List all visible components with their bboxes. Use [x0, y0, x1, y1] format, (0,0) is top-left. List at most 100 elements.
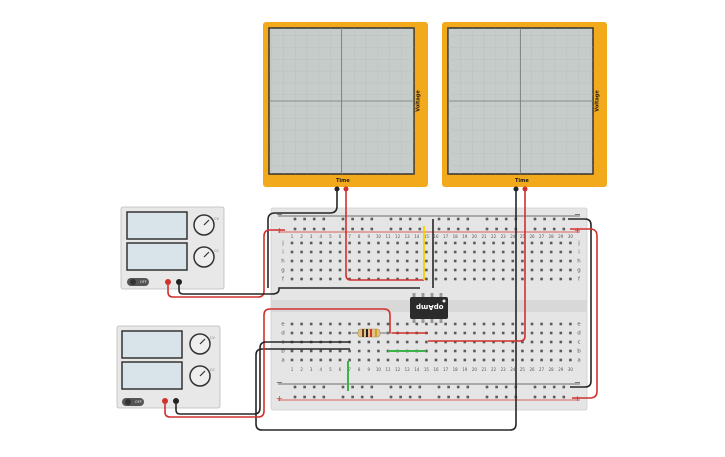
rail-hole[interactable] — [495, 385, 498, 389]
terminal-hole[interactable] — [300, 349, 303, 353]
terminal-hole[interactable] — [367, 322, 371, 326]
terminal-hole[interactable] — [367, 250, 371, 254]
terminal-hole[interactable] — [319, 322, 323, 326]
terminal-hole[interactable] — [540, 250, 543, 254]
rail-hole[interactable] — [418, 385, 422, 389]
opamp-pin[interactable] — [439, 293, 443, 297]
terminal-hole[interactable] — [396, 259, 399, 263]
terminal-hole[interactable] — [511, 277, 515, 281]
terminal-hole[interactable] — [357, 241, 361, 245]
terminal-hole[interactable] — [492, 268, 495, 272]
rail-hole[interactable] — [303, 227, 306, 231]
terminal-hole[interactable] — [300, 331, 303, 335]
terminal-hole[interactable] — [319, 331, 323, 335]
terminal-hole[interactable] — [463, 340, 467, 344]
terminal-hole[interactable] — [549, 277, 553, 281]
rail-hole[interactable] — [562, 385, 566, 389]
terminal-hole[interactable] — [434, 358, 438, 362]
terminal-hole[interactable] — [405, 259, 409, 263]
terminal-hole[interactable] — [338, 331, 342, 335]
rail-hole[interactable] — [351, 385, 354, 389]
terminal-hole[interactable] — [367, 277, 371, 281]
power-supply-1-neg-terminal[interactable] — [176, 279, 182, 285]
terminal-hole[interactable] — [309, 268, 313, 272]
terminal-hole[interactable] — [482, 331, 486, 335]
rail-hole[interactable] — [485, 395, 489, 399]
terminal-hole[interactable] — [530, 331, 534, 335]
terminal-hole[interactable] — [559, 259, 563, 263]
terminal-hole[interactable] — [492, 241, 495, 245]
rail-hole[interactable] — [389, 385, 393, 389]
rail-hole[interactable] — [533, 217, 537, 221]
rail-hole[interactable] — [389, 395, 393, 399]
power-supply-2[interactable] — [116, 325, 221, 409]
terminal-hole[interactable] — [405, 268, 409, 272]
breadboard-holes[interactable] — [290, 217, 572, 399]
terminal-hole[interactable] — [357, 358, 361, 362]
terminal-hole[interactable] — [492, 340, 495, 344]
rail-hole[interactable] — [485, 385, 489, 389]
terminal-hole[interactable] — [434, 349, 438, 353]
terminal-hole[interactable] — [559, 349, 563, 353]
rail-hole[interactable] — [293, 227, 297, 231]
wire-supply1-positive[interactable] — [167, 229, 285, 298]
rail-hole[interactable] — [552, 395, 556, 399]
terminal-hole[interactable] — [530, 322, 534, 326]
terminal-hole[interactable] — [338, 241, 342, 245]
terminal-hole[interactable] — [501, 259, 505, 263]
rail-hole[interactable] — [370, 217, 374, 221]
opamp-pin[interactable] — [421, 319, 425, 323]
terminal-hole[interactable] — [453, 349, 457, 353]
terminal-hole[interactable] — [473, 331, 476, 335]
power-supply-2-pos-terminal[interactable] — [162, 398, 168, 404]
terminal-hole[interactable] — [569, 268, 572, 272]
terminal-hole[interactable] — [319, 241, 323, 245]
rail-hole[interactable] — [408, 385, 412, 389]
terminal-hole[interactable] — [473, 340, 476, 344]
terminal-hole[interactable] — [309, 250, 313, 254]
terminal-hole[interactable] — [377, 340, 380, 344]
terminal-hole[interactable] — [521, 349, 524, 353]
terminal-hole[interactable] — [348, 241, 351, 245]
terminal-hole[interactable] — [444, 268, 447, 272]
terminal-hole[interactable] — [569, 340, 572, 344]
rail-hole[interactable] — [399, 227, 402, 231]
terminal-hole[interactable] — [290, 259, 294, 263]
rail-hole[interactable] — [504, 217, 508, 221]
terminal-hole[interactable] — [453, 322, 457, 326]
terminal-hole[interactable] — [338, 277, 342, 281]
opamp-pin[interactable] — [412, 293, 416, 297]
terminal-hole[interactable] — [415, 268, 419, 272]
opamp-chip[interactable] — [410, 293, 448, 323]
rail-hole[interactable] — [504, 227, 508, 231]
terminal-hole[interactable] — [405, 250, 409, 254]
terminal-hole[interactable] — [492, 358, 495, 362]
terminal-hole[interactable] — [540, 358, 543, 362]
terminal-hole[interactable] — [549, 358, 553, 362]
rail-hole[interactable] — [456, 395, 460, 399]
terminal-hole[interactable] — [473, 250, 476, 254]
terminal-hole[interactable] — [290, 277, 294, 281]
terminal-hole[interactable] — [300, 277, 303, 281]
rail-hole[interactable] — [562, 217, 566, 221]
rail-hole[interactable] — [322, 217, 326, 221]
terminal-hole[interactable] — [329, 250, 332, 254]
terminal-hole[interactable] — [329, 322, 332, 326]
terminal-hole[interactable] — [309, 331, 313, 335]
rail-hole[interactable] — [456, 217, 460, 221]
terminal-hole[interactable] — [377, 250, 380, 254]
rail-hole[interactable] — [399, 395, 402, 399]
terminal-hole[interactable] — [425, 250, 428, 254]
terminal-hole[interactable] — [309, 322, 313, 326]
wire-supply1-negative[interactable] — [178, 285, 420, 295]
terminal-hole[interactable] — [338, 358, 342, 362]
terminal-hole[interactable] — [511, 250, 515, 254]
wires[interactable] — [164, 189, 598, 431]
terminal-hole[interactable] — [357, 277, 361, 281]
terminal-hole[interactable] — [377, 259, 380, 263]
terminal-hole[interactable] — [501, 241, 505, 245]
terminal-hole[interactable] — [540, 322, 543, 326]
terminal-hole[interactable] — [434, 268, 438, 272]
rail-hole[interactable] — [303, 395, 306, 399]
